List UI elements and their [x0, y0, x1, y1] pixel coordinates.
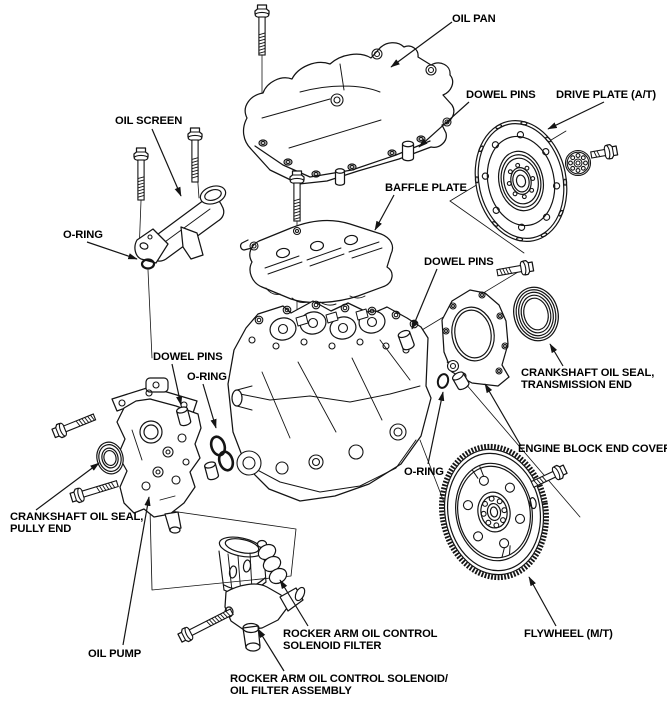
oil-screen-bolt-2 [187, 127, 203, 183]
part-label-oil-screen: OIL SCREEN [115, 115, 183, 127]
part-label-dowel-pins-oil-pump: DOWEL PINS [153, 351, 223, 363]
o-ring-oil-screen-drawing [140, 258, 156, 270]
part-label-engine-block-end-cover: ENGINE BLOCK END COVER [518, 443, 667, 455]
leader-o-ring-end-cover [427, 391, 445, 465]
leader-rocker-arm-oil-control-solenoid-assembly [257, 628, 285, 672]
leader-dowel-pins-end-cover [411, 268, 438, 330]
drive-plate-bolt [590, 143, 619, 160]
part-label-flywheel: FLYWHEEL (M/T) [524, 628, 613, 640]
part-label-o-ring-oil-screen: O-RING [63, 229, 103, 241]
part-label-dowel-pins-end-cover: DOWEL PINS [424, 256, 494, 268]
part-label-o-ring-oil-pump: O-RING [187, 371, 227, 383]
leader-dowel-pins-oil-pump [171, 363, 183, 406]
baffle-plate-bolt [289, 170, 305, 222]
flywheel-bolt [530, 464, 568, 488]
dowel-pin-oil-pan-2 [334, 168, 346, 186]
part-label-oil-pan: OIL PAN [452, 13, 496, 25]
part-label-drive-plate: DRIVE PLATE (A/T) [556, 89, 657, 101]
oil-pump-bolt-2 [69, 479, 119, 504]
end-cover-bolt [496, 259, 535, 277]
o-ring-end-cover-drawing [436, 373, 450, 389]
solenoid-filter-drawing [256, 539, 288, 585]
leader-drive-plate [547, 101, 605, 130]
leader-oil-pump [122, 496, 151, 646]
crankshaft-oil-seal-pulley-end-drawing [96, 441, 124, 475]
part-label-crankshaft-oil-seal-pulley-end: CRANKSHAFT OIL SEAL, PULLY END [10, 511, 144, 536]
leader-baffle-plate [374, 194, 395, 231]
filter-assembly-bolt [177, 608, 234, 643]
oil-pump-drawing [111, 377, 202, 534]
oil-pump-bolt-1 [51, 413, 97, 439]
o-rings-oil-pump-drawing [209, 435, 235, 472]
leader-oil-pan [390, 21, 453, 68]
dowel-pin-oil-pump-1 [176, 406, 192, 427]
dowel-pin-end-cover-1 [397, 329, 415, 351]
flywheel-drawing [439, 443, 549, 581]
baffle-plate-drawing [239, 219, 394, 306]
washer-plate-drawing [564, 149, 592, 177]
leader-flywheel [528, 576, 557, 627]
engine-block-drawing [227, 300, 432, 502]
part-label-o-ring-end-cover: O-RING [404, 466, 444, 478]
oil-pan-bolt [254, 4, 270, 56]
leader-o-ring-oil-screen [86, 241, 138, 260]
dowel-pin-oil-pump-2 [204, 461, 220, 481]
leader-dowel-pins-oil-pan [418, 101, 470, 148]
part-label-oil-pump: OIL PUMP [88, 648, 142, 660]
oil-screen-bolt-1 [133, 147, 149, 201]
drive-plate-drawing [474, 120, 568, 242]
dowel-pin-end-cover-2 [451, 371, 470, 391]
leader-crankshaft-oil-seal-transmission-end [549, 343, 564, 367]
crankshaft-oil-seal-transmission-end-drawing [513, 286, 559, 342]
leader-crankshaft-oil-seal-pulley-end [35, 462, 100, 511]
oil-pan-drawing [242, 42, 455, 185]
leader-oil-screen [151, 128, 182, 197]
detail-box [149, 507, 297, 591]
leader-lines [35, 21, 605, 672]
part-label-dowel-pins-oil-pan: DOWEL PINS [466, 89, 536, 101]
part-label-baffle-plate: BAFFLE PLATE [385, 182, 467, 194]
leader-engine-block-end-cover [484, 383, 522, 447]
oil-screen-drawing [134, 185, 227, 264]
part-label-rocker-arm-oil-control-solenoid-filter: ROCKER ARM OIL CONTROL SOLENOID FILTER [283, 628, 438, 653]
part-label-crankshaft-oil-seal-transmission-end: CRANKSHAFT OIL SEAL, TRANSMISSION END [521, 367, 655, 392]
leader-rocker-arm-oil-control-solenoid-filter [279, 579, 309, 627]
engine-block-end-cover-drawing [441, 289, 510, 387]
leader-o-ring-oil-pump [202, 383, 217, 429]
dowel-pin-oil-pan-1 [401, 140, 415, 162]
part-label-rocker-arm-oil-control-solenoid-assembly: ROCKER ARM OIL CONTROL SOLENOID/ OIL FIL… [230, 673, 448, 698]
